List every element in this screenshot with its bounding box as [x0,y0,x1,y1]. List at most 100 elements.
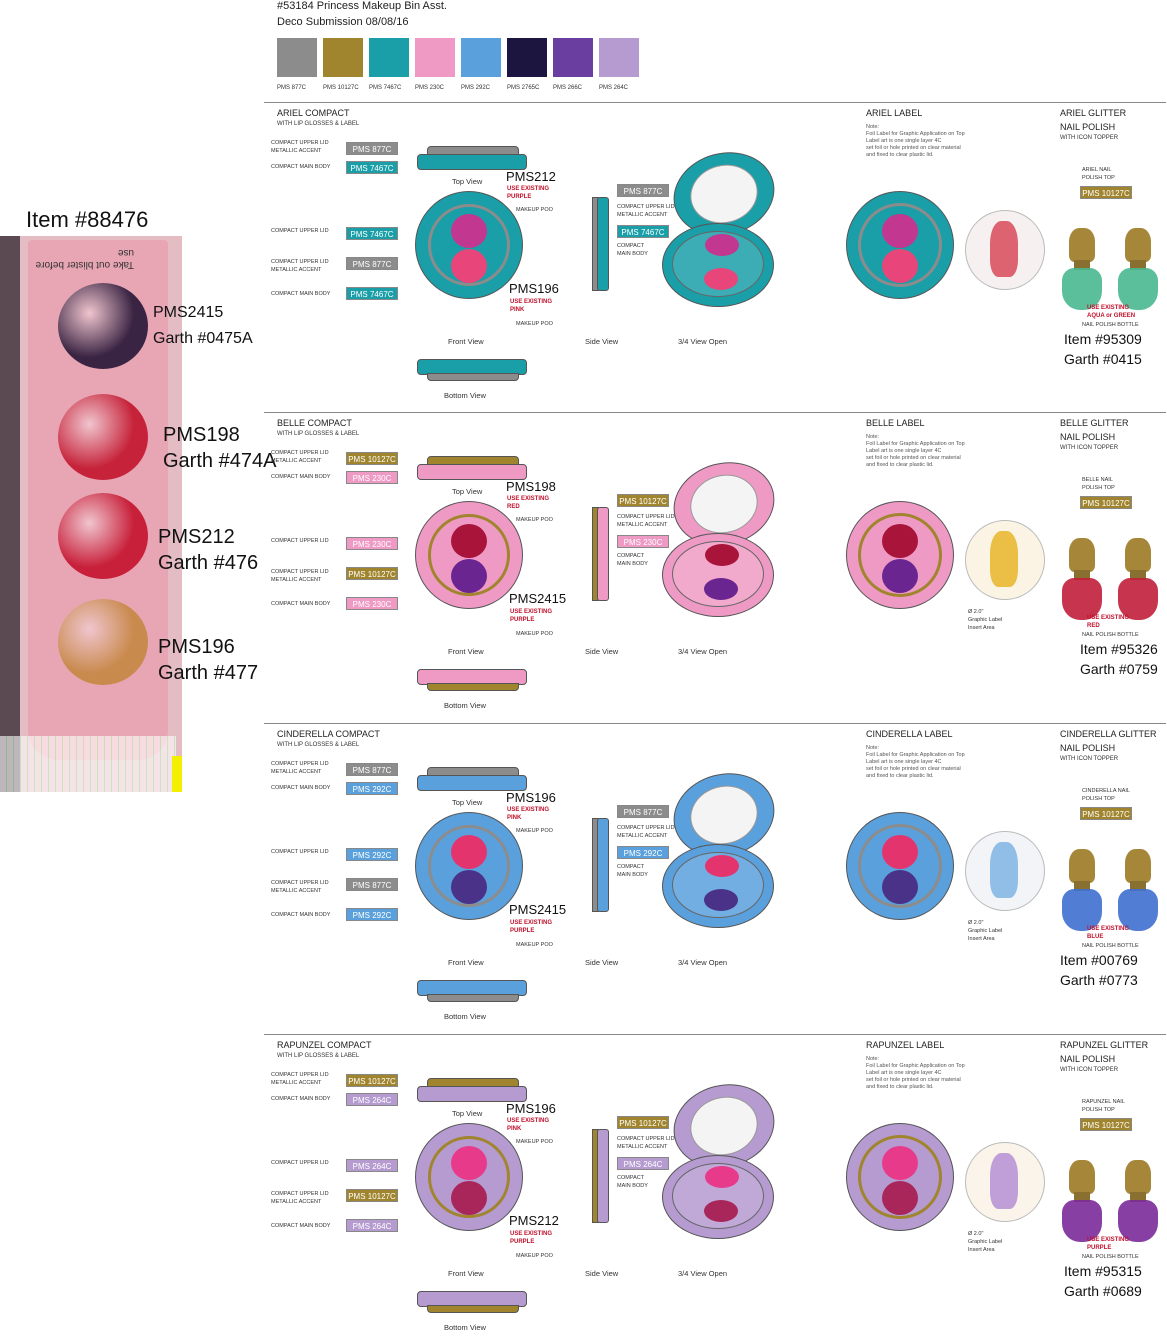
bottle-neck [1074,1192,1090,1202]
view-label: Top View [452,487,483,496]
pms-tag: PMS 877C [346,878,398,891]
part-label: COMPACT MAIN BODY [271,1223,331,1229]
front-view-ring [428,514,510,596]
part-label: METALLIC ACCENT [271,1080,322,1086]
front-view-gloss-top [451,835,487,869]
compact-title: BELLE COMPACT [277,418,352,428]
open-view-gloss-top [705,855,739,877]
front-view-gloss-top [451,1146,487,1180]
pms-tag: PMS 264C [346,1093,398,1106]
photo-pms-label: PMS212 [158,526,235,548]
callout-note: PINK [510,307,525,313]
part-label: COMPACT UPPER LID [271,259,329,265]
part-label: RAPUNZEL NAIL [1082,1099,1125,1105]
bottle-topper-icon [1125,849,1151,883]
callout-note: PINK [507,1126,522,1132]
bottle-note: AQUA or GREEN [1087,313,1136,319]
label-ring [858,824,942,908]
callout-pms: PMS196 [509,281,559,296]
item-number: Item #00769 [1060,952,1138,968]
label-title: RAPUNZEL LABEL [866,1040,945,1050]
part-label: COMPACT UPPER LID [617,514,675,520]
callout-pms: PMS212 [506,169,556,184]
part-label: COMPACT UPPER LID [617,825,675,831]
label-gloss-top [882,835,918,869]
part-label: MAIN BODY [617,1183,648,1189]
photo-item-label: Item #88476 [26,207,149,232]
compact-subtitle: WITH LIP GLOSSES & LABEL [277,121,360,127]
palette-swatch [323,38,363,77]
front-view-gloss-bottom [451,559,487,593]
part-label: COMPACT UPPER LID [271,1191,329,1197]
photo-pms-label: PMS198 [163,424,240,446]
photo-garth-label: Garth #0475A [153,330,253,347]
bottle-neck [1074,881,1090,891]
photo-garth-label: Garth #476 [158,552,259,574]
pms-tag: PMS 10127C [346,1074,398,1087]
label-note: Foil Label for Graphic Application on To… [866,752,965,779]
bottom-view-lid [427,683,519,691]
view-label: Bottom View [444,701,486,710]
part-label: COMPACT MAIN BODY [271,474,331,480]
item-number: Item #95326 [1080,641,1158,657]
part-label: MAKEUP POO [516,207,553,213]
view-label: Front View [448,337,484,346]
label-insert: Graphic Label [968,1239,1003,1245]
callout-note: USE EXISTING [510,609,553,615]
bottle-note: PURPLE [1087,1245,1112,1251]
palette-swatch [369,38,409,77]
label-insert: Insert Area [968,936,995,942]
view-label: Top View [452,1109,483,1118]
yellow-edge [172,756,182,792]
glitter-subtitle: NAIL POLISH [1060,122,1116,132]
bottle-neck [1074,570,1090,580]
part-label: MAKEUP POO [516,828,553,834]
garth-number: Garth #0415 [1064,351,1142,367]
part-label: CINDERELLA NAIL [1082,788,1130,794]
bottle-neck [1074,260,1090,270]
pms-tag: PMS 10127C [346,452,398,465]
photo-garth-label: Garth #474A [163,450,277,472]
part-label: MAKEUP POO [516,321,553,327]
part-label: COMPACT UPPER LID [617,204,675,210]
label-note: Note: [866,124,880,130]
palette-swatch [415,38,455,77]
glitter-subtitle: NAIL POLISH [1060,743,1116,753]
label-gloss-top [882,524,918,558]
view-label: Top View [452,177,483,186]
photo-garth-label: Garth #477 [158,662,259,684]
callout-note: USE EXISTING [507,186,550,192]
compact-subtitle: WITH LIP GLOSSES & LABEL [277,1053,360,1059]
part-label: POLISH TOP [1082,796,1115,802]
bottle-note: USE EXISTING [1087,305,1130,311]
bottle-note: BLUE [1087,934,1104,940]
part-label: MAKEUP POO [516,517,553,523]
part-label: METALLIC ACCENT [271,148,322,154]
view-label: 3/4 View Open [678,1269,728,1278]
part-label: COMPACT UPPER LID [617,1136,675,1142]
label-ring [858,203,942,287]
part-label: MAIN BODY [617,561,648,567]
callout-note: USE EXISTING [510,299,553,305]
part-label: METALLIC ACCENT [271,888,322,894]
top-view-body [417,1086,527,1102]
pms-tag: PMS 230C [346,537,398,550]
part-label: POLISH TOP [1082,485,1115,491]
nail-polish-bottle [1062,1200,1102,1242]
label-insert: Insert Area [968,625,995,631]
pms-tag: PMS 10127C [1080,1118,1132,1131]
bottle-note: USE EXISTING [1087,1237,1130,1243]
part-label: COMPACT MAIN BODY [271,164,331,170]
part-label: COMPACT MAIN BODY [271,601,331,607]
gloss-circle [58,283,148,369]
callout-note: PURPLE [510,617,535,623]
garth-number: Garth #0759 [1080,661,1158,677]
label-title: BELLE LABEL [866,418,925,428]
pms-tag: PMS 292C [346,848,398,861]
part-label: COMPACT UPPER LID [271,1072,329,1078]
pms-tag: PMS 877C [346,763,398,776]
callout-pms: PMS2415 [509,902,567,917]
palette-swatch-label: PMS 264C [599,85,629,91]
view-label: Side View [585,1269,619,1278]
pms-tag: PMS 7467C [346,227,398,240]
